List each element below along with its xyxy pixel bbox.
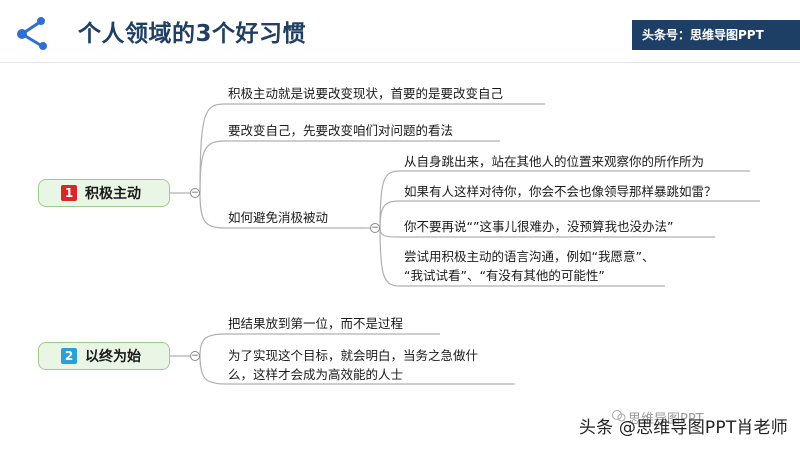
wechat-logo-icon	[612, 410, 626, 422]
collapse-toggle-avoid-passive[interactable]: −	[370, 223, 380, 233]
branch-line: 为了实现这个目标，就会明白，当务之急做什	[228, 348, 479, 363]
network-icon	[17, 17, 47, 50]
branch-line: 么，这样才会成为高效能的人士	[228, 367, 404, 382]
branch-node-multiline[interactable]: 为了实现这个目标，就会明白，当务之急做什 么，这样才会成为高效能的人士	[228, 346, 478, 384]
watermark-small: 思维导图PPT	[628, 412, 704, 427]
number-badge: 1	[61, 185, 77, 201]
number-badge: 2	[61, 348, 77, 364]
leaf-node-multiline[interactable]: 尝试用积极主动的语言沟通，例如“我愿意”、 “我试试看”、“有没有其他的可能性”	[404, 247, 654, 285]
leaf-line: 尝试用积极主动的语言沟通，例如“我愿意”、	[404, 249, 655, 264]
branch-node-avoid-passive[interactable]: 如何避免消极被动	[228, 210, 329, 225]
leaf-line: “我试试看”、“有没有其他的可能性”	[404, 268, 605, 283]
leaf-node[interactable]: 从自身跳出来，站在其他人的位置来观察你的所作所为	[404, 154, 705, 169]
leaf-node[interactable]: 如果有人这样对待你，你会不会也像领导那样暴跳如雷？	[404, 184, 717, 199]
leaf-node[interactable]: 你不要再说“”这事儿很难办，没预算我也没办法”	[404, 219, 674, 234]
brand-badge: 头条号：思维导图PPT	[632, 20, 800, 50]
branch-node[interactable]: 把结果放到第一位，而不是过程	[228, 316, 404, 331]
page-title: 个人领域的3个好习惯	[78, 21, 307, 47]
root-node-habit-2[interactable]: 2 以终为始	[38, 342, 170, 370]
root-label: 积极主动	[85, 186, 141, 202]
collapse-toggle-habit-2[interactable]: −	[190, 351, 200, 361]
root-label: 以终为始	[85, 349, 141, 365]
watermark-main: 头条 @思维导图PPT肖老师	[578, 418, 788, 438]
branch-node[interactable]: 积极主动就是说要改变现状，首要的是要改变自己	[228, 86, 504, 101]
header-divider	[0, 62, 800, 63]
collapse-toggle-habit-1[interactable]: −	[190, 188, 200, 198]
branch-node[interactable]: 要改变自己，先要改变咱们对问题的看法	[228, 123, 454, 138]
root-node-habit-1[interactable]: 1 积极主动	[38, 179, 170, 207]
